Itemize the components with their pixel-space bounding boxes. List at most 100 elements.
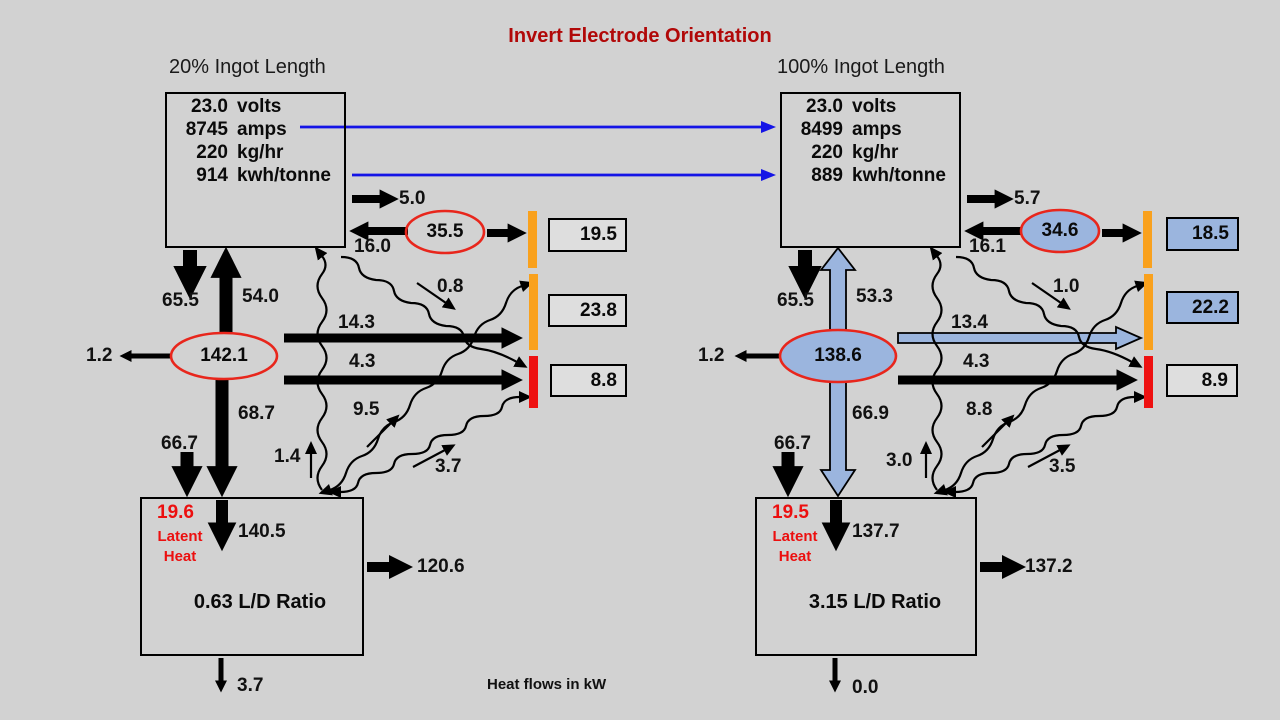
right-electrode-ellipse [1019, 208, 1101, 254]
left-electrode-ellipse [404, 209, 486, 255]
left-wall-to-ingot-label: 66.7 [161, 433, 198, 454]
right-rad-3-5-label: 3.5 [1049, 456, 1076, 477]
right-electrode-wall-wavy [955, 255, 1143, 368]
left-electrode-down-label: 65.5 [162, 290, 199, 311]
param-unit: volts [852, 96, 897, 117]
right-header: 100% Ingot Length [777, 56, 945, 78]
right-arc-ellipse-value: 138.6 [814, 345, 862, 366]
right-rad-1-0-label: 1.0 [1053, 276, 1080, 297]
left-into-ingot-label: 140.5 [238, 521, 286, 542]
right-arc-to-ingot-label: 66.9 [852, 403, 889, 424]
right-electrode-up-arrow [819, 246, 857, 337]
right-electrode-ellipse-value: 34.6 [1041, 220, 1079, 241]
right-in-top-label: 16.1 [969, 236, 1006, 257]
right-param-list: 23.0 volts 8499 amps 220 kg/hr 889 kwh/t… [787, 95, 946, 187]
left-mid-wall-bar [529, 274, 538, 350]
right-slag-bar [1144, 356, 1153, 408]
left-arc-ellipse [169, 331, 279, 381]
right-out-top-label: 5.7 [1014, 188, 1041, 209]
param-row: 8745 amps [172, 118, 331, 141]
left-rad-3-7-arrow [412, 444, 456, 468]
right-electrode-down-label: 65.5 [777, 290, 814, 311]
right-rad-8-8-label: 8.8 [966, 399, 993, 420]
right-wall-to-ingot-label: 66.7 [774, 433, 811, 454]
right-rad-1-0-arrow [1031, 282, 1071, 310]
param-value: 8745 [185, 119, 228, 140]
left-latent-value: 19.6 [157, 502, 194, 523]
left-param-list: 23.0 volts 8745 amps 220 kg/hr 914 kwh/t… [172, 95, 331, 187]
right-upper-wall-value-box: 18.5 [1166, 217, 1239, 251]
left-surface-bars [528, 211, 538, 408]
right-mid-wall-bar [1144, 274, 1153, 350]
left-arc-ellipse-value: 142.1 [200, 345, 248, 366]
blue-link-arrows [300, 121, 776, 181]
param-row: 889 kwh/tonne [787, 164, 946, 187]
left-radiation-lines [314, 246, 534, 498]
left-header: 20% Ingot Length [169, 56, 326, 78]
left-slag-bar [529, 356, 538, 408]
left-bottom-out-label: 3.7 [237, 675, 264, 696]
param-unit: kwh/tonne [852, 165, 946, 186]
param-value: 23.0 [806, 96, 843, 117]
footnote: Heat flows in kW [487, 676, 607, 693]
left-annotation-arrows [305, 282, 456, 478]
diagram-title: Invert Electrode Orientation [508, 25, 772, 47]
left-rad-3-7-label: 3.7 [435, 456, 462, 477]
right-latent-caption: Latent Heat [772, 528, 818, 566]
param-row: 220 kg/hr [787, 141, 946, 164]
right-upper-wall-bar [1143, 211, 1152, 268]
param-value: 23.0 [191, 96, 228, 117]
left-ld-ratio: 0.63 L/D Ratio [193, 591, 327, 613]
left-rad-9-5-arrow [366, 414, 400, 448]
param-unit: kg/hr [852, 142, 899, 163]
right-side-out-label: 137.2 [1025, 556, 1073, 577]
left-ingot-slag-wavy [328, 391, 532, 498]
left-arc-to-ingot-label: 68.7 [238, 403, 275, 424]
right-electrode-box [780, 92, 961, 248]
param-row: 914 kwh/tonne [172, 164, 331, 187]
right-ingot-electrode-wavy [929, 246, 943, 491]
right-electrode-up-label: 53.3 [856, 286, 893, 307]
param-value: 889 [811, 165, 843, 186]
left-rad-0-8-label: 0.8 [437, 276, 464, 297]
param-value: 914 [196, 165, 228, 186]
param-row: 8499 amps [787, 118, 946, 141]
right-bottom-out-label: 0.0 [852, 677, 879, 698]
left-to-slag-label: 4.3 [349, 351, 376, 372]
left-upper-wall-value-box: 19.5 [548, 218, 627, 252]
right-rad-3-5-arrow [1027, 444, 1071, 468]
left-slag-value-box: 8.8 [550, 364, 627, 397]
left-mid-wall-value-box: 23.8 [548, 294, 627, 327]
right-ingot-box [755, 497, 977, 656]
left-rad-9-5-label: 9.5 [353, 399, 380, 420]
right-ingot-slag-wavy [943, 391, 1147, 498]
left-side-out-label: 120.6 [417, 556, 465, 577]
right-to-slag-label: 4.3 [963, 351, 990, 372]
param-unit: amps [237, 119, 287, 140]
right-arc-ellipse [778, 328, 898, 384]
left-ingot-electrode-wavy [314, 246, 328, 491]
left-electrode-up-label: 54.0 [242, 286, 279, 307]
left-to-mid-wall-label: 14.3 [338, 312, 375, 333]
left-in-top-label: 16.0 [354, 236, 391, 257]
right-arc-to-ingot-arrow [819, 379, 857, 498]
left-latent-caption: Latent Heat [157, 528, 203, 566]
right-radiation-lines [929, 246, 1149, 498]
left-ingot-box [140, 497, 364, 656]
left-electrode-wall-wavy [340, 255, 528, 368]
left-electrode-box [165, 92, 346, 248]
right-into-ingot-label: 137.7 [852, 521, 900, 542]
right-ld-ratio: 3.15 L/D Ratio [808, 591, 942, 613]
right-annotation-arrows [920, 282, 1071, 478]
param-value: 220 [196, 142, 228, 163]
right-side-loss-label: 1.2 [698, 345, 725, 366]
right-latent-value: 19.5 [772, 502, 809, 523]
right-rad-up-label: 3.0 [886, 450, 913, 471]
left-rad-0-8-arrow [416, 282, 456, 310]
param-row: 23.0 volts [787, 95, 946, 118]
right-slag-value-box: 8.9 [1166, 364, 1238, 397]
right-rad-8-8-arrow [981, 414, 1015, 448]
param-unit: kg/hr [237, 142, 284, 163]
left-rad-up-label: 1.4 [274, 446, 301, 467]
